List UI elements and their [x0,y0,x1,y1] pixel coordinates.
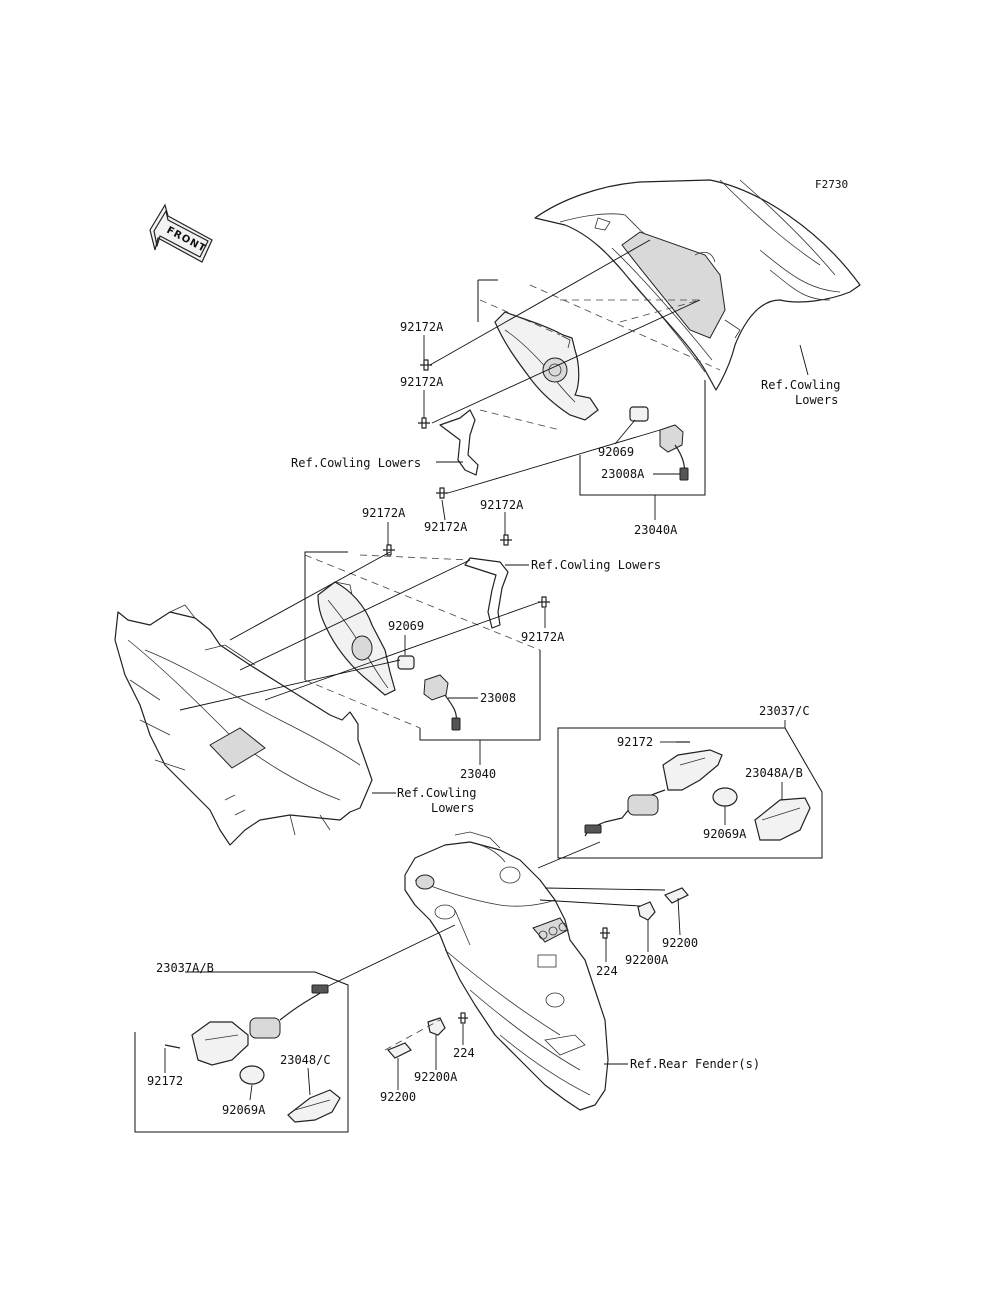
label-92172A-2: 92172A [400,375,444,389]
label-92172A-1: 92172A [400,320,444,334]
label-ref-rear-fender: Ref.Rear Fender(s) [630,1057,760,1071]
label-92069-2: 92069 [388,619,424,633]
label-92172A-3: 92172A [424,520,468,534]
label-ref-cowling-bot-2: Lowers [431,801,474,815]
front-turn-signal-lower [317,581,396,696]
label-ref-cowling-mid: Ref.Cowling Lowers [291,456,421,470]
label-92200-2: 92200 [380,1090,416,1104]
frame-lower-left [304,551,348,680]
bracket-lower [464,557,509,629]
fender-hardware-left [386,1012,468,1059]
label-92172-2: 92172 [147,1074,183,1088]
label-23048AB: 23048A/B [745,766,803,780]
label-23037C: 23037/C [759,704,810,718]
label-92200-1: 92200 [662,936,698,950]
label-92172-1: 92172 [617,735,653,749]
label-23008A: 23008A [601,467,645,481]
bulb-socket-lower [397,655,461,731]
label-92172A-4: 92172A [480,498,524,512]
label-224-1: 224 [596,964,618,978]
label-ref-cowling-top-2: Lowers [795,393,838,407]
label-23048C: 23048/C [280,1053,331,1067]
screw-icons-lower [383,534,550,608]
label-92069A-2: 92069A [222,1103,266,1117]
bracket-upper [439,409,479,476]
label-ref-cowling-bot-1: Ref.Cowling [397,786,476,800]
label-92200A-2: 92200A [414,1070,458,1084]
label-92172A-5: 92172A [362,506,406,520]
label-92172A-6: 92172A [521,630,565,644]
label-ref-cowling-right: Ref.Cowling Lowers [531,558,661,572]
frame-upper-left [477,279,498,322]
front-turn-signal-upper [494,311,599,421]
projection-lines-upper [429,239,721,494]
label-92200A-1: 92200A [625,953,669,967]
rear-turn-signal-right-group [557,727,823,859]
label-92069A-1: 92069A [703,827,747,841]
label-23040: 23040 [460,767,496,781]
rear-fender-part [404,831,609,1111]
front-arrow-icon: FRONT [149,203,213,263]
screw-icons-upper [418,359,448,499]
label-23040A: 23040A [634,523,678,537]
figure-code: F2730 [815,178,848,191]
projection-lines-lower [179,551,541,729]
label-224-2: 224 [453,1046,475,1060]
label-ref-cowling-top-1: Ref.Cowling [761,378,840,392]
fender-leader-lines [319,841,666,1051]
label-23008: 23008 [480,691,516,705]
frame-upper-right [579,380,706,496]
label-23037AB: 23037A/B [156,961,214,975]
bulb-socket-upper [629,406,689,481]
rear-turn-signal-left-group [134,971,349,1133]
label-92069-1: 92069 [598,445,634,459]
lower-cowling-part [114,604,373,846]
fender-hardware-right [600,887,689,939]
upper-cowling-part [534,179,861,391]
